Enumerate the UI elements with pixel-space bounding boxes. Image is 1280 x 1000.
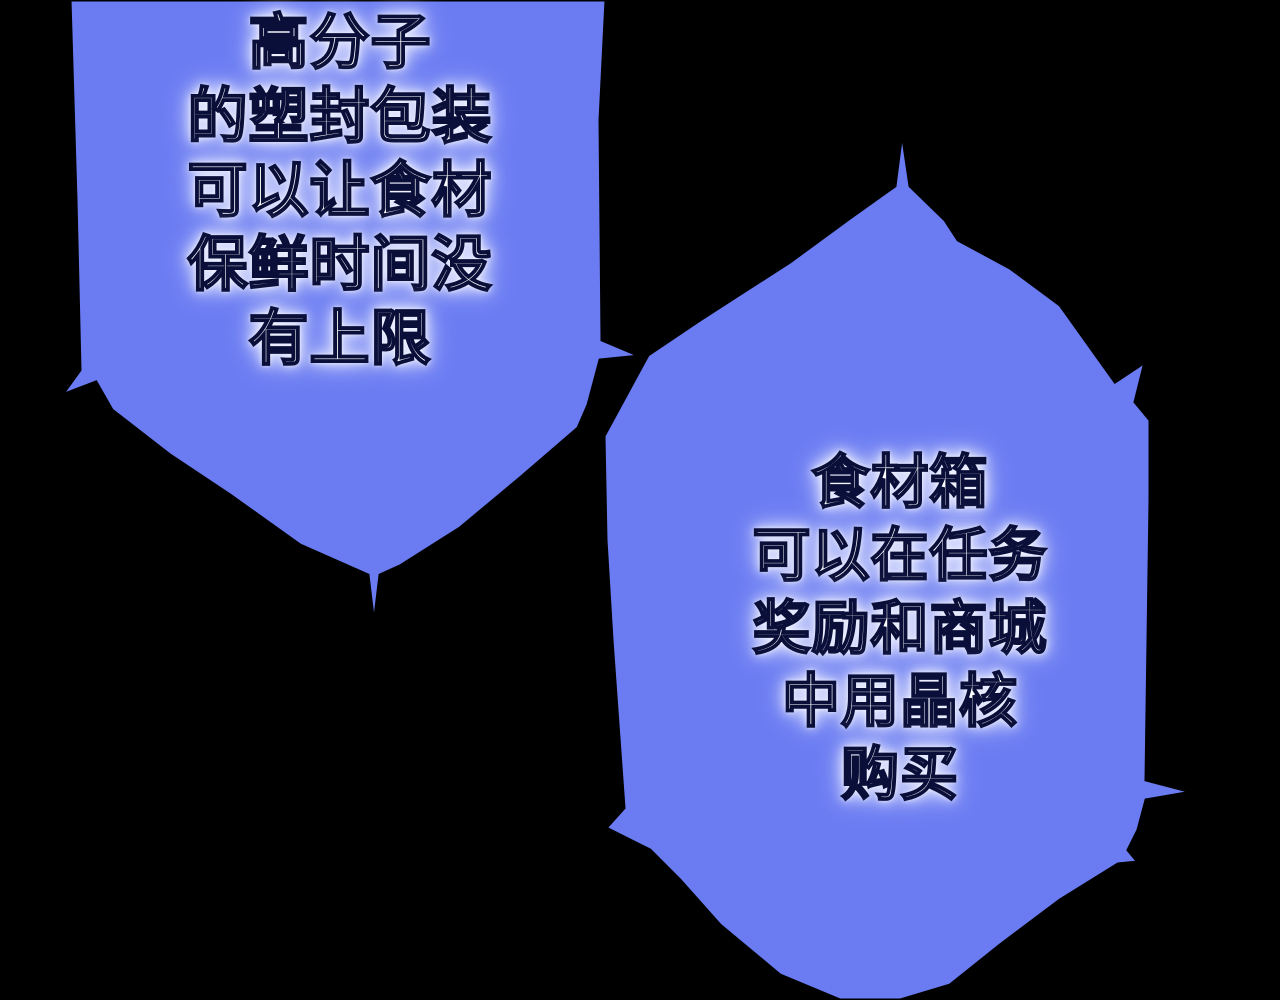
- caption-text-2: 食材箱 可以在任务 奖励和商城 中用晶核 购买: [700, 446, 1100, 811]
- caption-2-line: 食材箱: [810, 447, 989, 517]
- caption-1-line: 保鲜时间没: [187, 229, 493, 301]
- caption-text-1: 高分子 的塑封包装 可以让食材 保鲜时间没 有上限: [140, 6, 540, 376]
- caption-2-line: 中用晶核: [781, 666, 1018, 736]
- caption-2-line: 购买: [840, 739, 959, 809]
- caption-2-line: 奖励和商城: [751, 593, 1048, 663]
- caption-1-line: 高分子: [248, 7, 432, 79]
- caption-1-line: 的塑封包装: [187, 81, 493, 153]
- caption-2-line: 可以在任务: [751, 520, 1048, 590]
- speech-balloon-2: [602, 131, 1193, 1000]
- caption-1-line: 可以让食材: [187, 155, 493, 227]
- caption-1-line: 有上限: [248, 303, 432, 375]
- speech-balloon-1: [57, 0, 641, 626]
